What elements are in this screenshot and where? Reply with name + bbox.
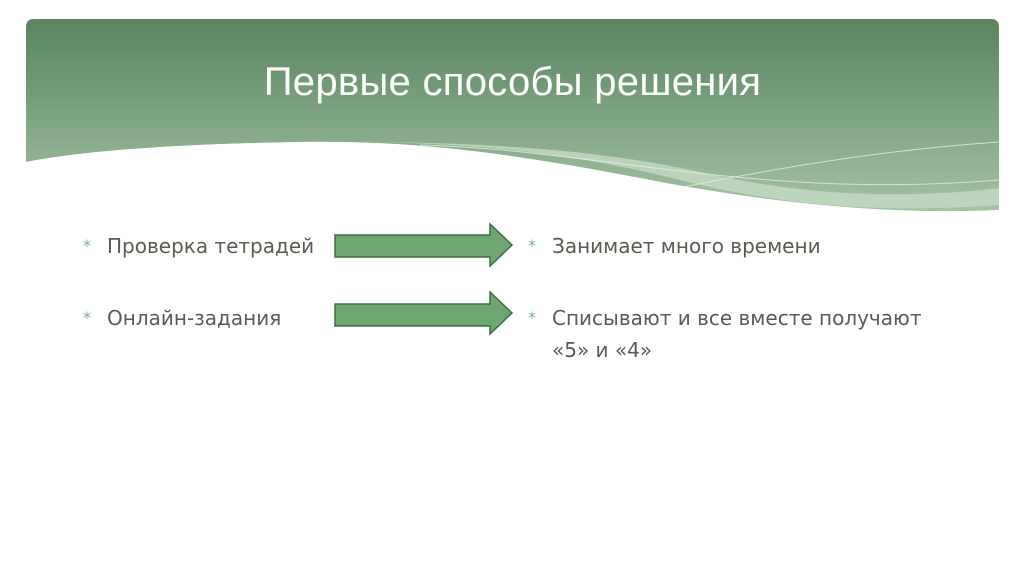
arrow-right-icon — [334, 290, 514, 336]
right-item-text: Занимает много времени — [552, 234, 821, 258]
bullet-icon: * — [83, 308, 91, 327]
bullet-icon: * — [528, 236, 536, 255]
slide-title: Первые способы решения — [263, 60, 762, 104]
right-item-text-line-1: Списывают и все вместе получают — [552, 306, 922, 330]
right-item-text-line-2: «5» и «4» — [552, 338, 653, 362]
arrow-right-icon — [334, 222, 514, 268]
bullet-icon: * — [83, 236, 91, 255]
header-banner — [26, 19, 1000, 230]
bullet-icon: * — [528, 308, 536, 327]
left-item-text: Онлайн-задания — [107, 306, 282, 330]
left-item-text: Проверка тетрадей — [107, 234, 315, 258]
